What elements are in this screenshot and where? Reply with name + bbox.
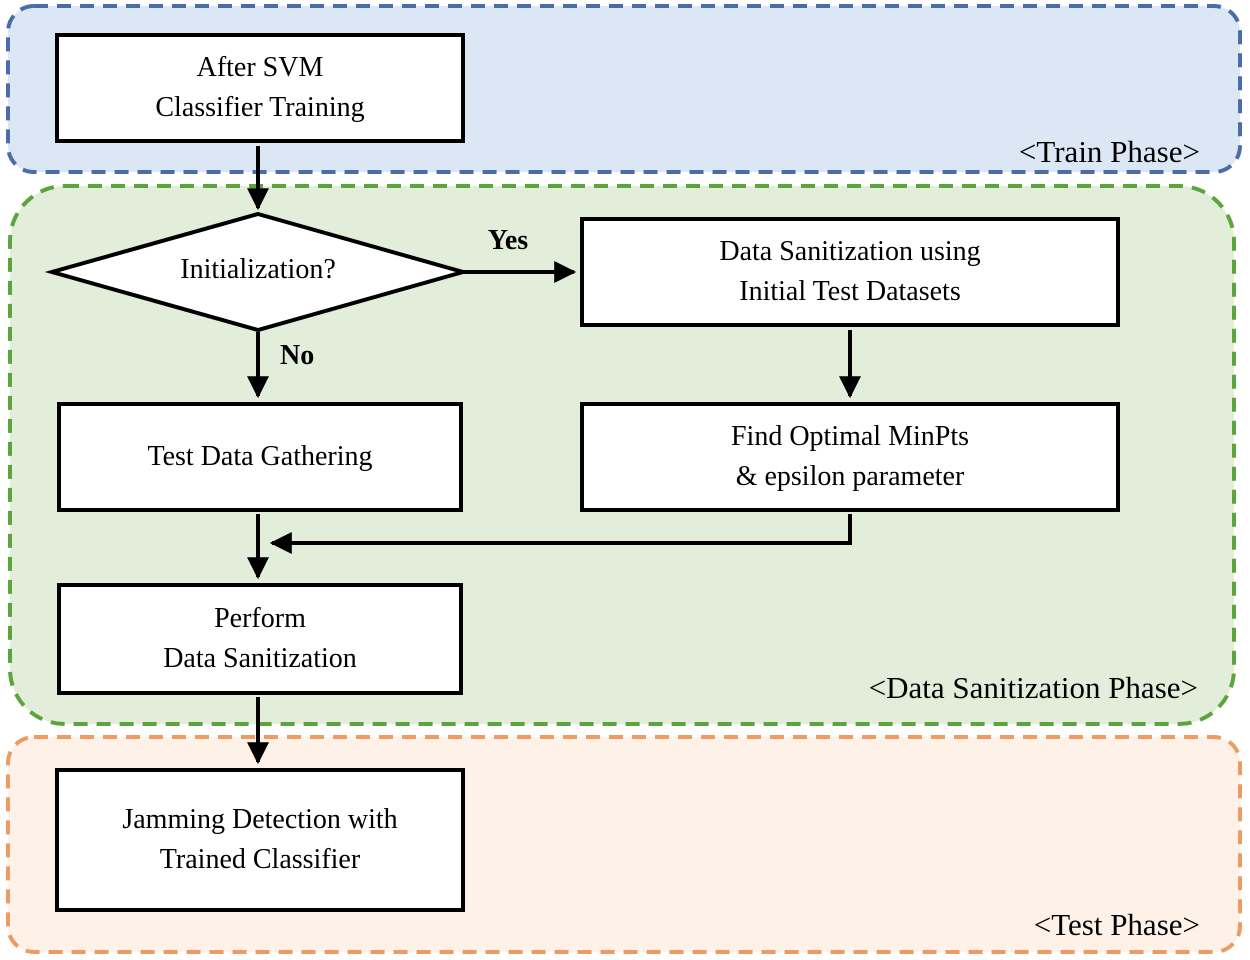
node-data-sanitization-using-initial-test-datasets: Data Sanitization using Initial Test Dat… <box>580 217 1120 327</box>
node-text-line: Data Sanitization <box>163 643 357 674</box>
node-text-line: Data Sanitization using <box>719 235 981 267</box>
node-after-svm-classifier-training: After SVM Classifier Training <box>55 33 465 143</box>
node-find-optimal-minpts-epsilon: Find Optimal MinPts & epsilon parameter <box>580 402 1120 512</box>
data-sanitization-phase-label: <Data Sanitization Phase> <box>868 670 1198 705</box>
node-text-line: Trained Classifier <box>159 844 361 875</box>
node-text-line: Initial Test Datasets <box>739 276 961 307</box>
initialization-diamond-shape <box>44 211 471 333</box>
node-jamming-detection-with-trained-classifier: Jamming Detection with Trained Classifie… <box>55 768 465 912</box>
node-text-line: Initialization? <box>180 254 336 285</box>
node-test-data-gathering: Test Data Gathering <box>57 402 463 512</box>
node-text-line: Classifier Training <box>155 92 365 123</box>
edge-label-no: No <box>280 340 315 371</box>
node-perform-data-sanitization: Perform Data Sanitization <box>57 583 463 695</box>
node-text-line: Perform <box>214 602 306 634</box>
edge-label-yes: Yes <box>487 225 529 256</box>
node-text-line: Test Data Gathering <box>147 440 373 472</box>
node-text-line: & epsilon parameter <box>735 461 965 492</box>
node-text-line: Jamming Detection with <box>122 803 398 835</box>
node-text-line: Find Optimal MinPts <box>730 420 970 452</box>
node-text-line: After SVM <box>196 51 324 83</box>
train-phase-label: <Train Phase> <box>1018 134 1200 169</box>
edge-findoptimal-to-junction <box>269 514 852 554</box>
node-initialization-label: Initialization? <box>128 254 388 286</box>
test-phase-label: <Test Phase> <box>1033 907 1200 942</box>
